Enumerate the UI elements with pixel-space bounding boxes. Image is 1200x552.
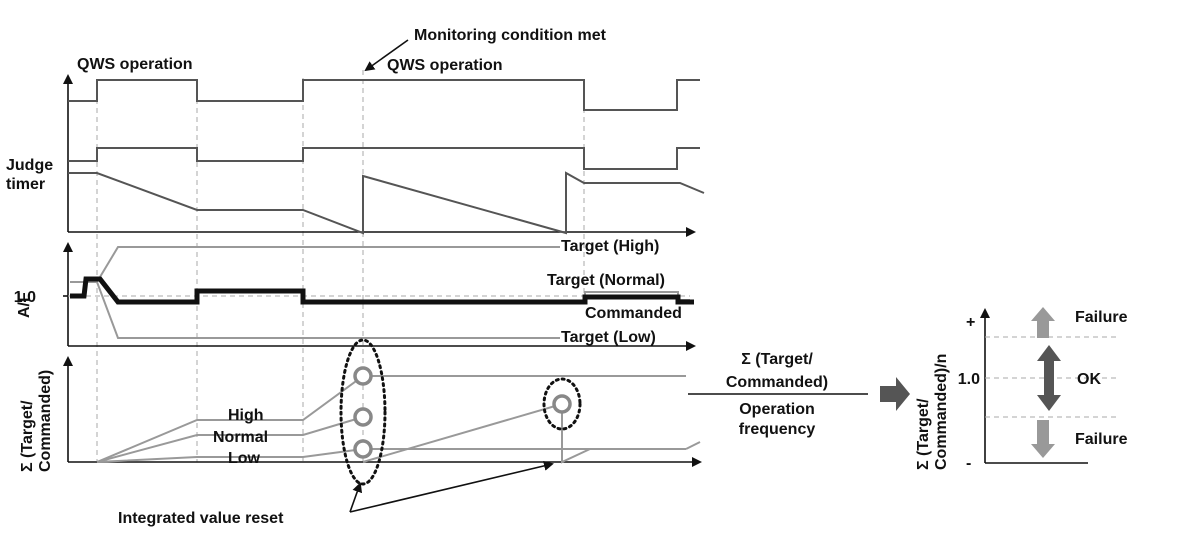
result-axis-label-line1: Σ (Target/	[915, 398, 932, 470]
qws-condition-signal	[68, 147, 700, 170]
target-high-line	[70, 246, 560, 283]
judge-timer-label-line2: timer	[6, 176, 45, 193]
sigma-axis-label-line1: Σ (Target/	[19, 400, 36, 472]
reset-ramp-curve	[362, 402, 591, 464]
qws-operation-label-1: QWS operation	[77, 56, 193, 73]
normal-integral-curve	[96, 416, 364, 463]
commanded-line	[70, 276, 694, 305]
ok-range-arrow-icon	[1037, 345, 1061, 411]
formula-denominator-line1: Operation	[739, 401, 815, 418]
monitoring-condition-label: Monitoring condition met	[414, 27, 607, 44]
reset-arrow-1	[349, 482, 363, 513]
formula-numerator-line1: Σ (Target/	[741, 351, 813, 368]
right-arrow-icon	[880, 377, 910, 411]
failure-down-arrow-icon	[1031, 420, 1055, 458]
integration-panel	[63, 338, 702, 486]
target-normal-label: Target (Normal)	[547, 272, 665, 289]
normal-curve-label: Normal	[213, 429, 268, 446]
sigma-axis-label-line2: Commanded)	[37, 370, 54, 472]
low-value-marker	[353, 439, 373, 459]
integrated-value-reset-label: Integrated value reset	[118, 510, 284, 527]
qws-timer-panel	[63, 74, 705, 237]
high-integral-curve	[96, 375, 686, 463]
failure-up-arrow-icon	[1031, 307, 1055, 338]
normal-value-marker	[353, 407, 373, 427]
result-tick-label: 1.0	[958, 371, 980, 388]
formula-denominator-line2: frequency	[739, 421, 816, 438]
target-low-label: Target (Low)	[561, 329, 656, 346]
ok-label: OK	[1077, 371, 1101, 388]
target-low-line	[70, 281, 560, 339]
judge-timer-signal	[68, 171, 705, 235]
reset-value-marker	[552, 394, 572, 414]
reset-group-ellipse-2	[542, 377, 582, 431]
low-curve-label: Low	[228, 450, 261, 467]
target-high-label: Target (High)	[561, 238, 659, 255]
qws-operation-label-2: QWS operation	[387, 57, 503, 74]
result-panel	[980, 307, 1117, 464]
af-panel	[63, 242, 696, 351]
high-curve-label: High	[228, 407, 264, 424]
low-integral-curve	[96, 448, 686, 463]
qws-operation-signal	[68, 79, 700, 111]
result-plus-label: +	[966, 314, 975, 331]
judge-timer-label-line1: Judge	[6, 157, 53, 174]
commanded-label: Commanded	[585, 305, 682, 322]
result-axis-label-line2: Commanded)/n	[933, 354, 950, 470]
time-guide-lines	[96, 70, 585, 462]
reset-group-ellipse-1	[339, 338, 387, 486]
failure-lower-label: Failure	[1075, 431, 1128, 448]
af-axis-label: A/F	[16, 292, 33, 318]
high-value-marker	[353, 366, 373, 386]
af-tick-label: 1.0	[14, 289, 36, 306]
monitoring-arrow	[364, 39, 409, 72]
failure-upper-label: Failure	[1075, 309, 1128, 326]
result-minus-label: -	[966, 455, 971, 472]
reset-arrow-2	[349, 460, 554, 513]
formula-numerator-line2: Commanded)	[726, 374, 828, 391]
